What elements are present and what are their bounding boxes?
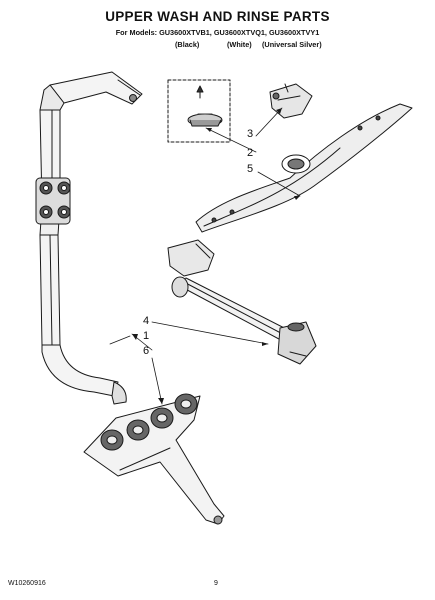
callout-6: 6 [143,345,150,357]
spray-arm-mount [269,83,313,119]
leader-lines [109,107,301,405]
callout-5: 5 [247,163,254,175]
conduit-tube [167,239,317,365]
detail-box [167,79,231,143]
upper-spray-arm [195,103,413,233]
callout-2: 2 [247,147,254,159]
variant-silver: (Universal Silver) [262,40,322,49]
page-title: UPPER WASH AND RINSE PARTS [105,9,330,24]
callout-1: 1 [143,330,150,342]
models-line: For Models: GU3600XTVB1, GU3600XTVQ1, GU… [115,28,320,37]
callout-4: 4 [143,315,150,327]
arrow-heads [132,108,300,404]
lower-manifold [83,393,225,525]
supply-tube [35,71,143,405]
page-number: 9 [214,580,218,587]
document-number: W10260916 [8,580,46,587]
variant-black: (Black) [175,40,200,49]
variant-white: (White) [227,40,252,49]
callout-3: 3 [247,128,254,140]
